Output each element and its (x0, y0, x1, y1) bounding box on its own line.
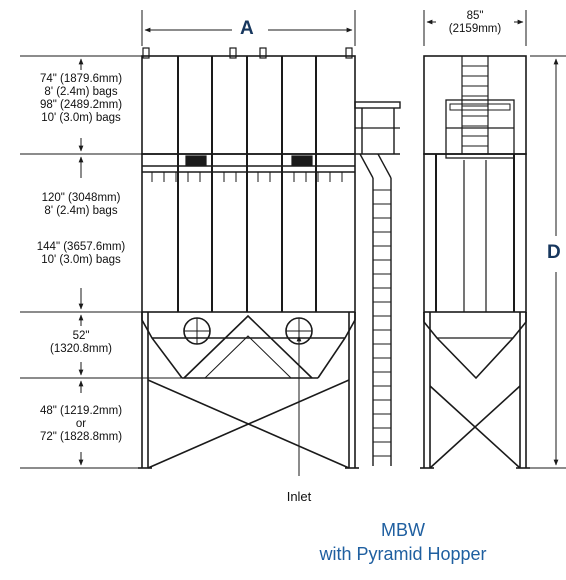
upper-section-label: 74" (1879.6mm) 8' (2.4m) bags 98" (2489.… (39, 73, 123, 124)
dimension-lines (20, 10, 566, 476)
platform-ladder (354, 101, 401, 466)
side-upper-plenum (423, 55, 527, 155)
side-view (420, 55, 530, 469)
front-main-body (141, 153, 356, 313)
middle-section-label-10ft: 144" (3657.6mm) 10' (3.0m) bags (36, 241, 126, 266)
leg-height-label: 48" (1219.2mm) or 72" (1828.8mm) (39, 405, 123, 443)
side-width-label: 85" (2159mm) (448, 10, 502, 35)
front-upper-plenum (141, 55, 356, 155)
front-panel-lines (177, 56, 317, 312)
front-view (138, 47, 359, 469)
front-hopper (141, 312, 356, 379)
dimension-a-label: A (240, 18, 254, 39)
middle-section-label-8ft: 120" (3048mm) 8' (2.4m) bags (41, 192, 121, 217)
hopper-height-label: 52" (1320.8mm) (50, 330, 112, 355)
front-top-clips (142, 47, 353, 59)
ladder-rungs (373, 189, 391, 457)
dimension-d-label: D (547, 242, 561, 263)
side-main-body (423, 153, 527, 313)
front-legs (138, 312, 359, 469)
caption-model: MBW (381, 520, 425, 540)
caption-hopper-type: with Pyramid Hopper (319, 544, 487, 564)
inlet-label: Inlet (286, 489, 312, 504)
front-pulse-manifold (142, 155, 355, 182)
